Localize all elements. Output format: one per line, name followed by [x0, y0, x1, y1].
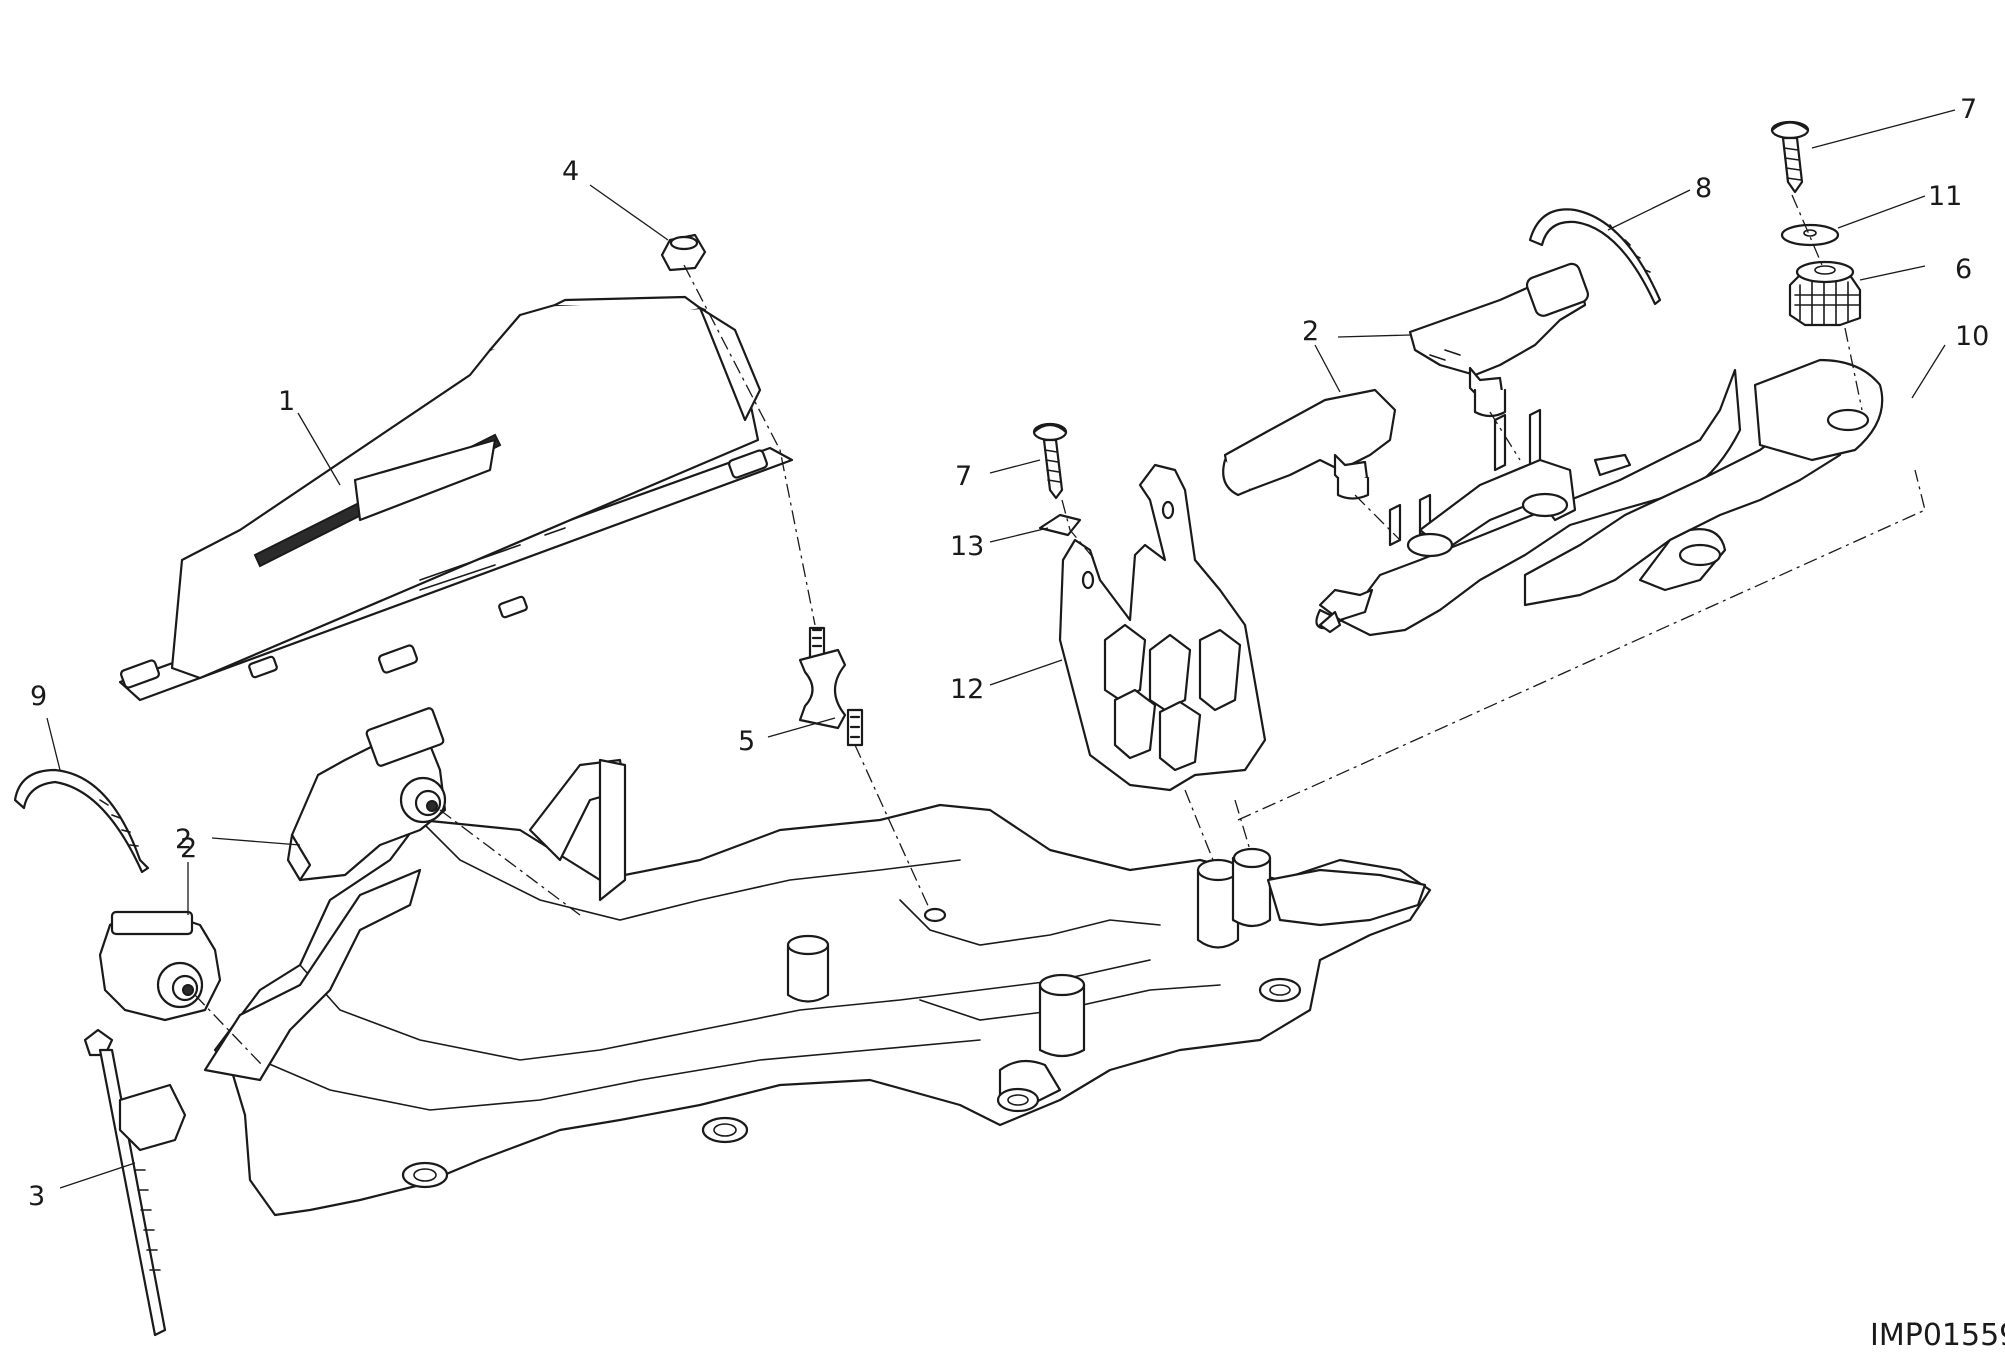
callout-8: 8 [1695, 173, 1712, 204]
leader-3 [59, 1162, 136, 1189]
callout-numbers: 1 4 5 9 2 2 3 7 13 12 2 8 7 11 6 10 [28, 94, 1989, 1212]
callout-10: 10 [1955, 321, 1989, 352]
main-frame-base [203, 758, 1432, 1217]
callout-5: 5 [738, 726, 755, 757]
sensor-left-lower [98, 910, 222, 1022]
leader-2a [211, 837, 301, 846]
callout-2-left-upper: 2 [175, 824, 192, 855]
leader-lines [46, 109, 1956, 1189]
callout-4: 4 [562, 156, 579, 187]
leader-12 [989, 659, 1063, 686]
sensor-bracket [1058, 463, 1267, 792]
sensor-left-upper [286, 707, 447, 882]
callout-12: 12 [950, 674, 984, 705]
bolt-center [1032, 422, 1068, 500]
assembly-axis-lines [194, 194, 1926, 1066]
leader-7b [1811, 109, 1956, 149]
leader-2c [1337, 334, 1411, 338]
leader-8 [1607, 189, 1691, 231]
bolt-right [1770, 120, 1810, 194]
anti-vibration-mount [798, 626, 864, 747]
axis-sensor-right-middle [1354, 494, 1401, 541]
leader-9 [46, 717, 61, 771]
strap-left [13, 768, 150, 874]
callout-3: 3 [28, 1181, 45, 1212]
leader-13 [989, 527, 1049, 543]
washer-right [1780, 223, 1840, 247]
callout-13: 13 [950, 531, 984, 562]
washer-center [1038, 513, 1082, 537]
sensor-right-upper [1408, 262, 1589, 418]
callout-6: 6 [1955, 254, 1972, 285]
axis-bracket-to-base [1184, 789, 1216, 866]
axis-sensor-right-upper [1489, 411, 1521, 461]
drawing-code: IMP01559 [1870, 1318, 2005, 1352]
callout-7-right: 7 [1960, 94, 1977, 125]
callout-9: 9 [30, 681, 47, 712]
leader-5 [767, 717, 836, 738]
leader-4 [589, 184, 669, 241]
grommet-right [1788, 260, 1862, 327]
callout-2-left-lower: 2 [180, 833, 197, 864]
sensor-right-middle [1222, 388, 1397, 500]
leader-11 [1837, 195, 1926, 229]
axis-sensor-left-upper [439, 809, 581, 916]
leader-7a [989, 459, 1041, 474]
leader-2d [1314, 344, 1341, 393]
leader-10 [1911, 344, 1946, 399]
callout-1: 1 [278, 386, 295, 417]
nut [660, 233, 707, 272]
callout-11: 11 [1928, 181, 1962, 212]
callout-2-right: 2 [1302, 316, 1319, 347]
axis-right-bracket-to-base [1237, 469, 1926, 821]
ecu-control-unit [118, 295, 794, 702]
axis-sensor-left-lower [194, 994, 263, 1066]
axis-right-stack [1791, 194, 1863, 411]
leader-6 [1859, 265, 1926, 281]
axis-bolt-to-bracket [1061, 499, 1096, 561]
callout-7-center: 7 [955, 461, 972, 492]
right-bracket [1315, 358, 1884, 637]
leader-1 [297, 412, 341, 486]
axis-bracket-to-base-2 [1234, 799, 1251, 851]
axis-mount-to-base [854, 744, 931, 911]
axis-nut-to-mount [683, 264, 816, 626]
cable-tie [83, 1028, 187, 1337]
